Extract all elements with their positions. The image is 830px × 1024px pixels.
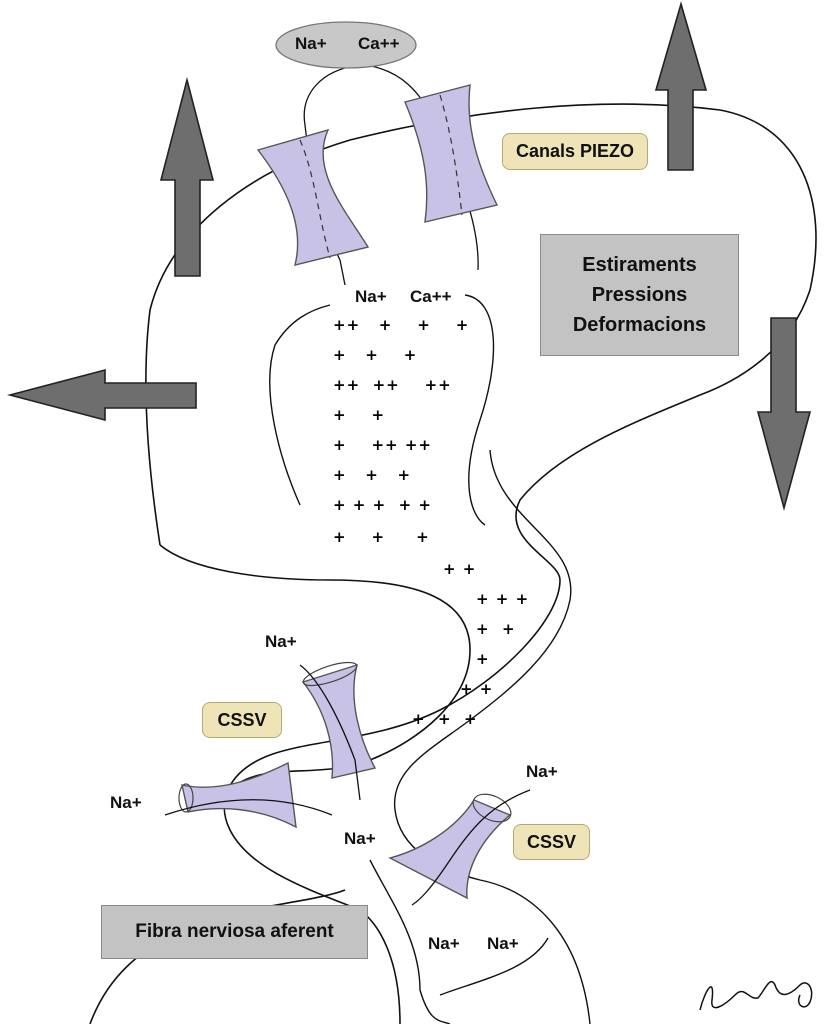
fiber-inner-left [269, 304, 331, 506]
signature-mark [699, 980, 813, 1011]
cssv-channel-left [164, 761, 333, 829]
arrow-left [6, 368, 197, 422]
fiber-inner-right [464, 294, 495, 526]
ion-na-cssv-left: Na+ [110, 793, 142, 812]
ion-na-outside: Na+ [295, 34, 327, 53]
label-cssv-left: CSSV [202, 702, 282, 738]
stimulus-deformation: Deformacions [572, 314, 707, 336]
arrow-up-right [654, 1, 708, 171]
arrow-up-left [159, 76, 215, 277]
charge-row: + + [333, 406, 386, 424]
ion-na-inside: Na+ [355, 287, 387, 306]
charge-row: + + + [333, 528, 430, 546]
fiber-inner-bottom-2 [439, 937, 549, 996]
fiber-outline-left [159, 544, 471, 791]
charge-row: + + [443, 560, 477, 578]
ion-ca-outside: Ca++ [358, 34, 400, 53]
charge-row: + + + [333, 466, 412, 484]
cssv-channel-top [299, 661, 377, 801]
ion-na-cssv-right: Na+ [526, 762, 558, 781]
fiber-inner-branch [393, 449, 591, 1024]
stimuli-box: Estiraments Pressions Deformacions [540, 234, 739, 356]
piezo-channel-left [256, 128, 370, 266]
fiber-inner-bottom [369, 859, 451, 1024]
charge-row: + [476, 650, 490, 668]
charge-row: + + [460, 680, 494, 698]
piezo-channel-right [404, 84, 499, 223]
charge-row: + + + + + [333, 496, 432, 514]
charge-row: ++ + + + [333, 316, 470, 334]
extracellular-ion-ellipse [275, 21, 417, 69]
cssv-channel-right [388, 789, 531, 906]
label-cssv-right: CSSV [513, 824, 590, 860]
ion-na-cssv-mid: Na+ [344, 829, 376, 848]
label-piezo-channels: Canals PIEZO [502, 133, 648, 170]
charge-row: + + + [476, 590, 530, 608]
ion-na-cssv-top: Na+ [265, 632, 297, 651]
ion-na-bottom-2: Na+ [487, 934, 519, 953]
charge-row: + ++ ++ [333, 436, 432, 454]
ion-ca-inside: Ca++ [410, 287, 452, 306]
charge-row: + + + [412, 710, 478, 728]
stimulus-stretch: Estiraments [582, 254, 697, 276]
charge-row: + + [476, 620, 516, 638]
charge-row: + + + [333, 346, 418, 364]
ion-na-bottom-1: Na+ [428, 934, 460, 953]
charge-row: ++ ++ ++ [333, 376, 452, 394]
arrow-down-right [756, 317, 812, 512]
label-afferent-fiber: Fibra nerviosa aferent [101, 905, 368, 959]
stimulus-pressure: Pressions [591, 284, 688, 306]
